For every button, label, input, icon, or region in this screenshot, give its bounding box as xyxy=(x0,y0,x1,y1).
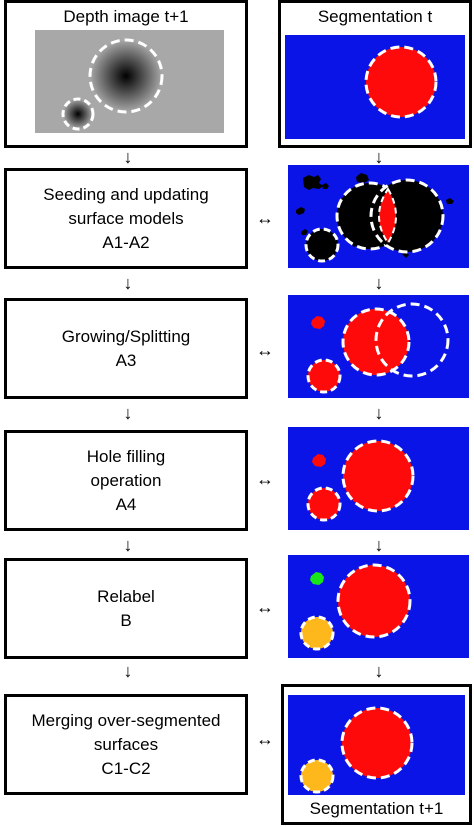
step-seeding: Seeding and updating surface models A1-A… xyxy=(4,168,248,269)
step-relabel-label: Relabel B xyxy=(97,586,155,630)
step-merging: Merging over-segmented surfaces C1-C2 xyxy=(4,694,248,795)
segmentation-t-title: Segmentation t xyxy=(317,7,433,26)
bidir-arrow-4: ↔ xyxy=(256,597,274,617)
step-growing: Growing/Splitting A3 xyxy=(4,298,248,399)
down-arrow-right-1: ↓ xyxy=(374,147,384,167)
bidir-arrow-1: ↔ xyxy=(256,208,274,228)
bidir-arrow-5: ↔ xyxy=(256,729,274,749)
down-arrow-left-4: ↓ xyxy=(123,535,133,555)
depth-large-object xyxy=(90,40,162,112)
down-arrow-right-5: ↓ xyxy=(374,661,384,681)
step-relabel: Relabel B xyxy=(4,558,248,659)
segmentation-t-box: Segmentation t xyxy=(278,0,472,148)
bidir-arrow-2: ↔ xyxy=(256,340,274,360)
depth-image xyxy=(35,30,224,133)
down-arrow-right-2: ↓ xyxy=(374,273,384,293)
down-arrow-left-1: ↓ xyxy=(123,147,133,167)
bidir-arrow-3: ↔ xyxy=(256,469,274,489)
segmentation-t1-box: Segmentation t+1 xyxy=(281,684,472,825)
step-seeding-label: Seeding and updating surface models A1-A… xyxy=(43,184,209,252)
depth-image-box: Depth image t+1 xyxy=(4,0,248,148)
step-growing-label: Growing/Splitting A3 xyxy=(61,326,191,370)
segmentation-t1-image xyxy=(288,695,465,795)
segmentation-t-image xyxy=(285,35,465,139)
down-arrow-left-2: ↓ xyxy=(123,273,133,293)
step-hole-filling: Hole filling operation A4 xyxy=(4,430,248,531)
depth-image-title: Depth image t+1 xyxy=(63,7,189,26)
down-arrow-left-3: ↓ xyxy=(123,403,133,423)
down-arrow-right-3: ↓ xyxy=(374,403,384,423)
down-arrow-left-5: ↓ xyxy=(123,661,133,681)
segmentation-t1-title: Segmentation t+1 xyxy=(309,799,444,818)
step-hole-filling-label: Hole filling operation A4 xyxy=(86,446,166,514)
down-arrow-right-4: ↓ xyxy=(374,535,384,555)
depth-large-outline xyxy=(88,38,164,114)
depth-small-outline xyxy=(61,97,95,131)
step-merging-label: Merging over-segmented surfaces C1-C2 xyxy=(31,710,221,778)
depth-small-object xyxy=(63,99,93,129)
